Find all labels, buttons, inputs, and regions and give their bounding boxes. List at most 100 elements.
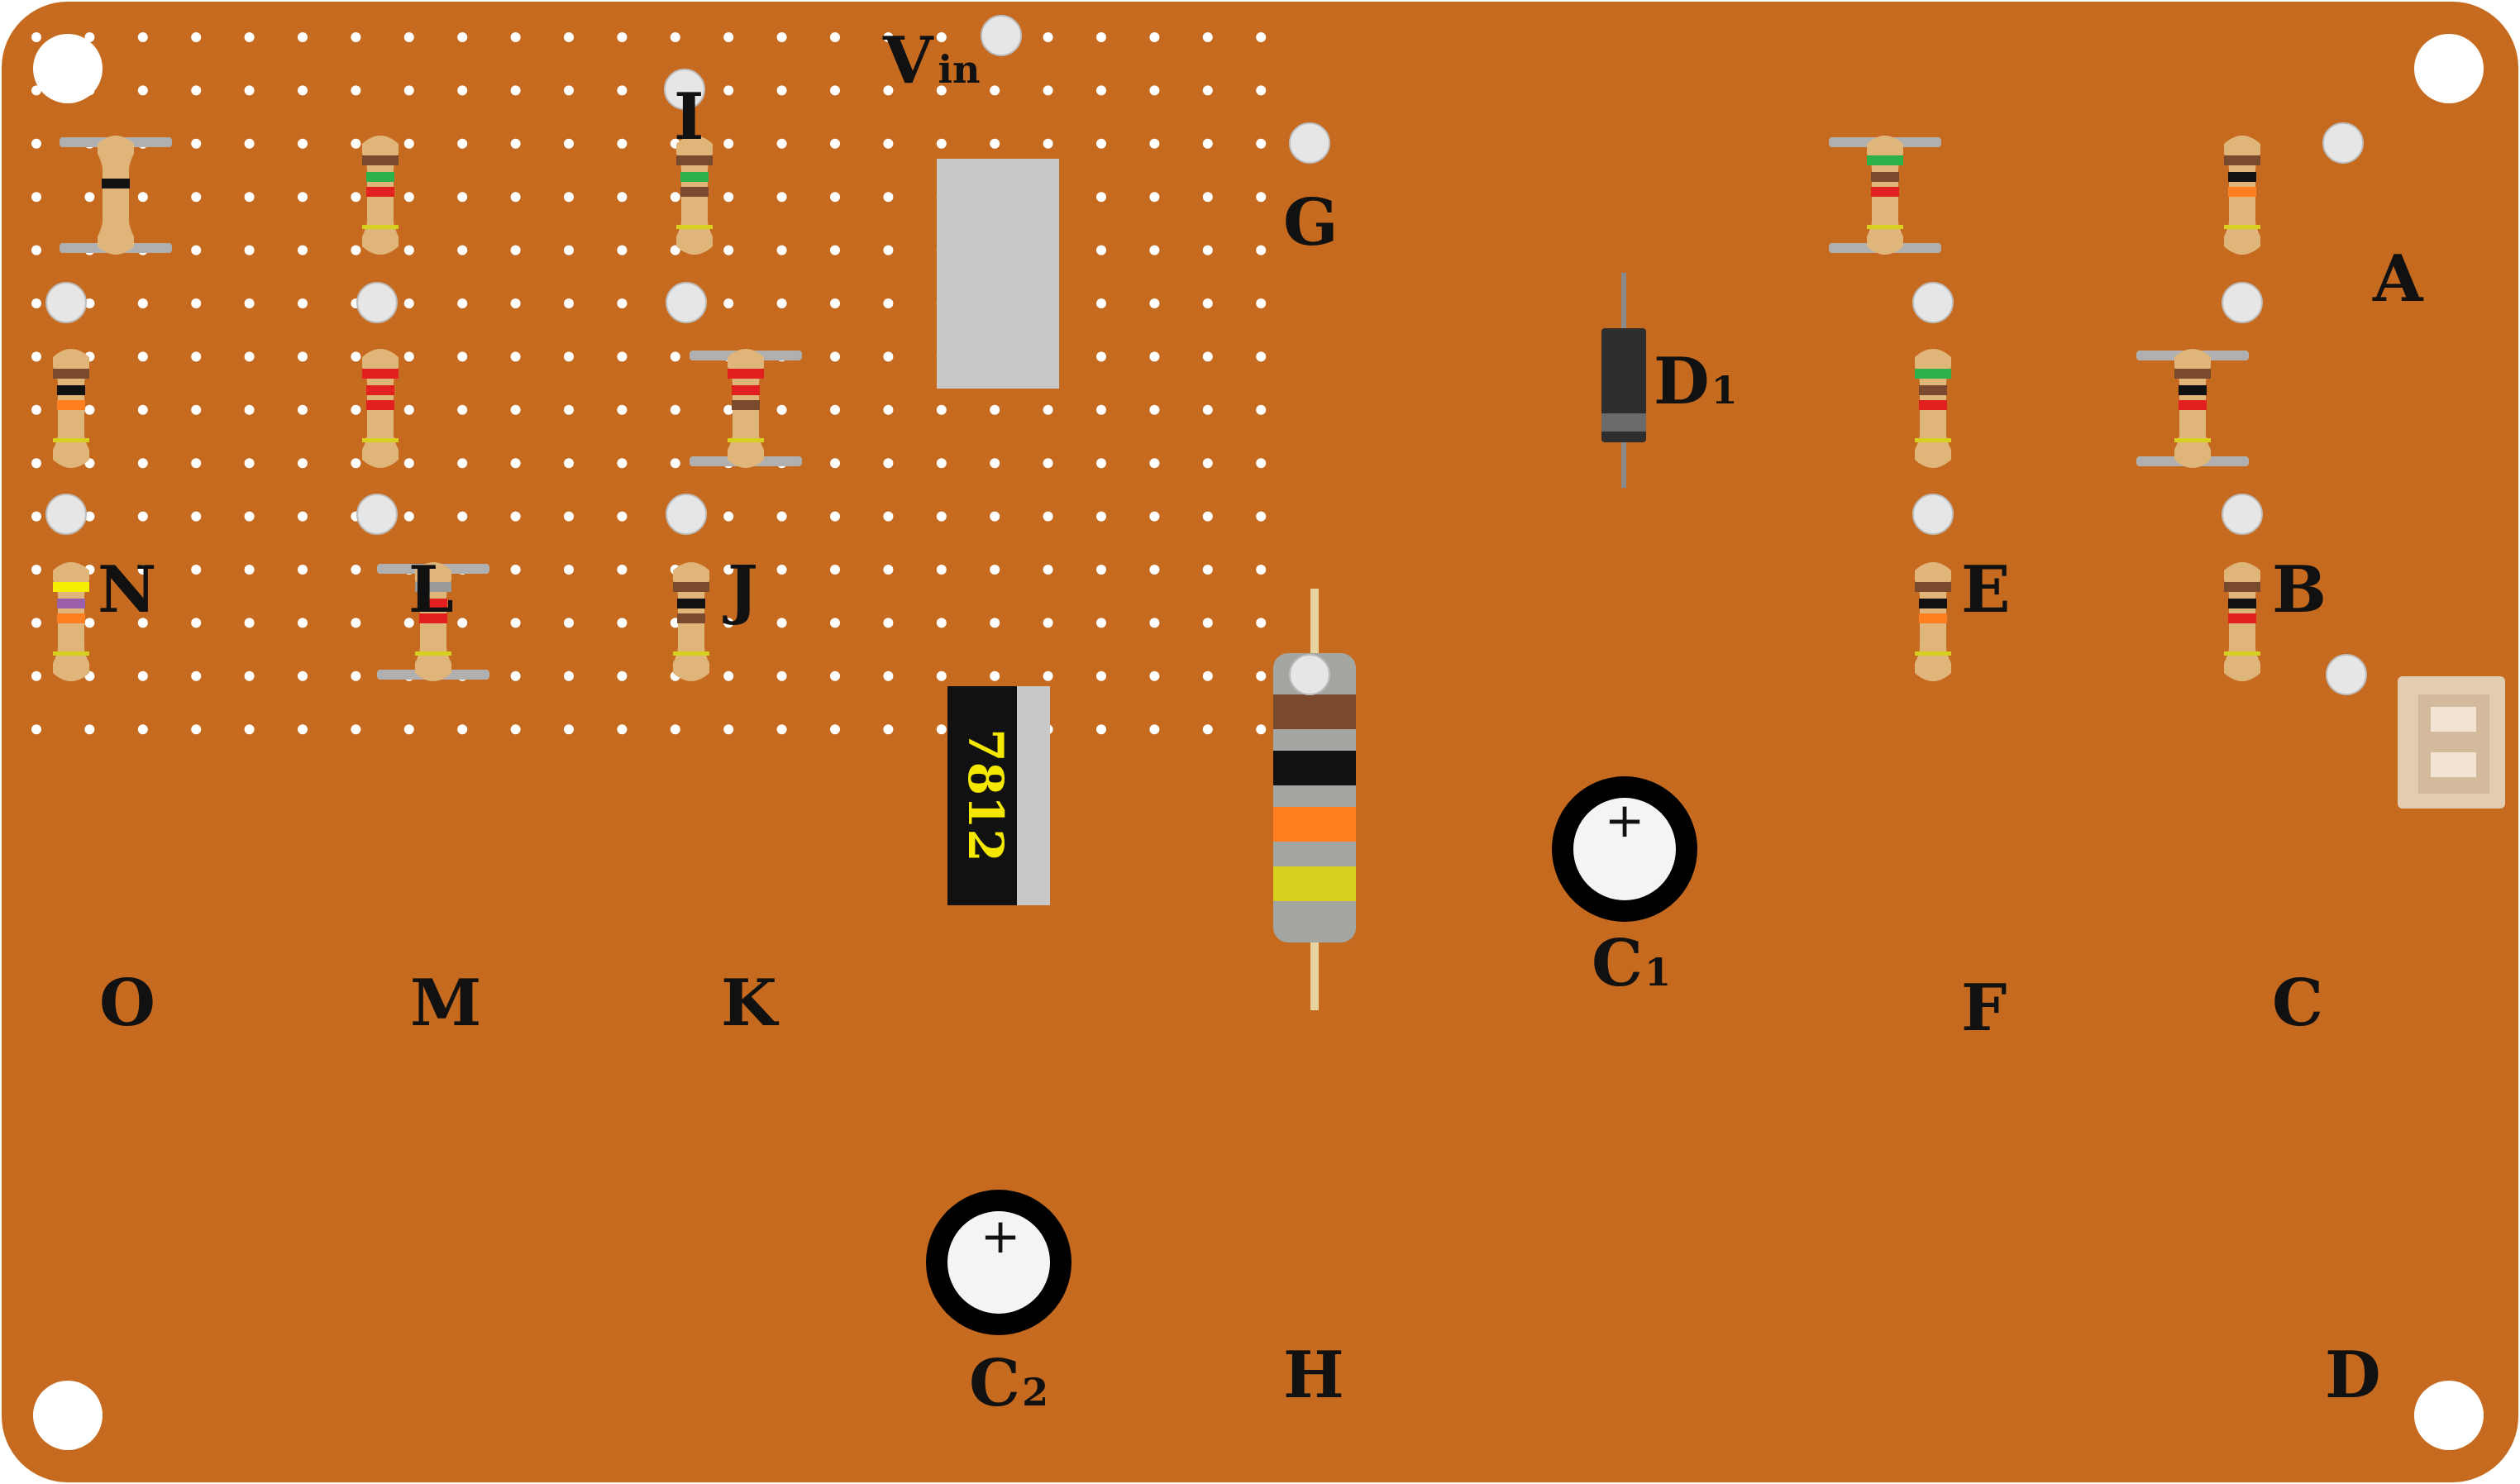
board-hole <box>31 670 41 681</box>
board-hole <box>1256 724 1267 735</box>
board-hole <box>830 32 840 42</box>
board-hole <box>1256 298 1267 308</box>
board-hole <box>830 245 840 255</box>
board-hole <box>776 724 787 735</box>
node-label-g: G <box>1283 185 1339 260</box>
board-hole <box>84 85 95 96</box>
board-hole <box>723 245 734 255</box>
board-hole <box>617 404 628 415</box>
resistor-band <box>2228 187 2256 197</box>
board-hole <box>244 565 255 575</box>
board-hole <box>1149 618 1160 628</box>
board-hole <box>830 138 840 149</box>
board-hole <box>510 351 521 362</box>
connector <box>2398 676 2505 809</box>
board-hole <box>670 404 680 415</box>
resistor-band <box>57 385 85 395</box>
board-hole <box>723 724 734 735</box>
capacitor-c2: + <box>926 1190 1071 1335</box>
board-hole <box>457 458 468 469</box>
resistor-band <box>2224 155 2260 165</box>
board-hole <box>1202 32 1213 42</box>
resistor-band <box>102 179 130 188</box>
board-hole <box>1149 192 1160 203</box>
board-hole <box>191 85 202 96</box>
board-hole <box>1096 404 1106 415</box>
board-hole <box>723 618 734 628</box>
resistor <box>2136 349 2249 468</box>
board-hole <box>670 724 680 735</box>
board-hole <box>670 192 680 203</box>
board-hole <box>351 565 361 575</box>
node-label-o: O <box>99 966 155 1041</box>
board-hole <box>510 670 521 681</box>
mounting-hole <box>33 34 103 103</box>
resistor-band <box>680 187 709 197</box>
board-hole <box>351 192 361 203</box>
board-hole <box>617 511 628 522</box>
board-hole <box>351 245 361 255</box>
board-hole <box>990 404 1000 415</box>
board-hole <box>31 458 41 469</box>
capacitor-c1: + <box>1552 776 1697 922</box>
board-hole <box>298 351 308 362</box>
board-hole <box>403 458 414 469</box>
resistor-band <box>362 438 399 442</box>
board-hole <box>936 32 947 42</box>
board-hole <box>1096 351 1106 362</box>
resistor-band <box>1915 651 1951 656</box>
board-hole <box>1256 245 1267 255</box>
node-pad <box>666 494 707 535</box>
board-hole <box>883 670 894 681</box>
board-hole <box>883 192 894 203</box>
board-hole <box>723 565 734 575</box>
board-hole <box>723 138 734 149</box>
board-hole <box>617 32 628 42</box>
board-hole <box>617 565 628 575</box>
resistor-band <box>366 172 394 182</box>
board-hole <box>457 85 468 96</box>
board-hole <box>244 298 255 308</box>
board-hole <box>936 138 947 149</box>
board-hole <box>403 724 414 735</box>
resistor-band <box>1871 187 1899 197</box>
board-hole <box>1149 85 1160 96</box>
node-label-b: B <box>2272 552 2327 627</box>
board-hole <box>1043 670 1053 681</box>
board-hole <box>1096 85 1106 96</box>
board-hole <box>990 458 1000 469</box>
board-hole <box>1202 85 1213 96</box>
board-hole <box>1043 85 1053 96</box>
resistor <box>377 562 489 681</box>
board-hole <box>84 404 95 415</box>
resistor-band <box>415 582 451 592</box>
resistor-band <box>419 613 447 623</box>
board-hole <box>244 724 255 735</box>
board-hole <box>510 724 521 735</box>
resistor <box>53 562 89 681</box>
resistor <box>673 562 709 681</box>
resistor-band <box>2179 385 2207 395</box>
resistor-band <box>1919 613 1947 623</box>
board-hole <box>776 670 787 681</box>
resistor-band <box>1919 385 1947 395</box>
board-hole <box>31 404 41 415</box>
resistor-band <box>1915 582 1951 592</box>
mounting-hole <box>2414 1381 2484 1450</box>
resistor <box>1915 562 1951 681</box>
board-hole <box>457 245 468 255</box>
board-hole <box>1043 32 1053 42</box>
resistor-band <box>362 155 399 165</box>
board-hole <box>31 32 41 42</box>
node-pad <box>356 282 398 323</box>
resistor <box>53 349 89 468</box>
board-hole <box>1096 245 1106 255</box>
board-hole <box>244 618 255 628</box>
resistor-band <box>366 400 394 410</box>
board-hole <box>510 511 521 522</box>
board-hole <box>564 618 574 628</box>
board-hole <box>1149 458 1160 469</box>
board-hole <box>1256 670 1267 681</box>
board-hole <box>137 724 148 735</box>
